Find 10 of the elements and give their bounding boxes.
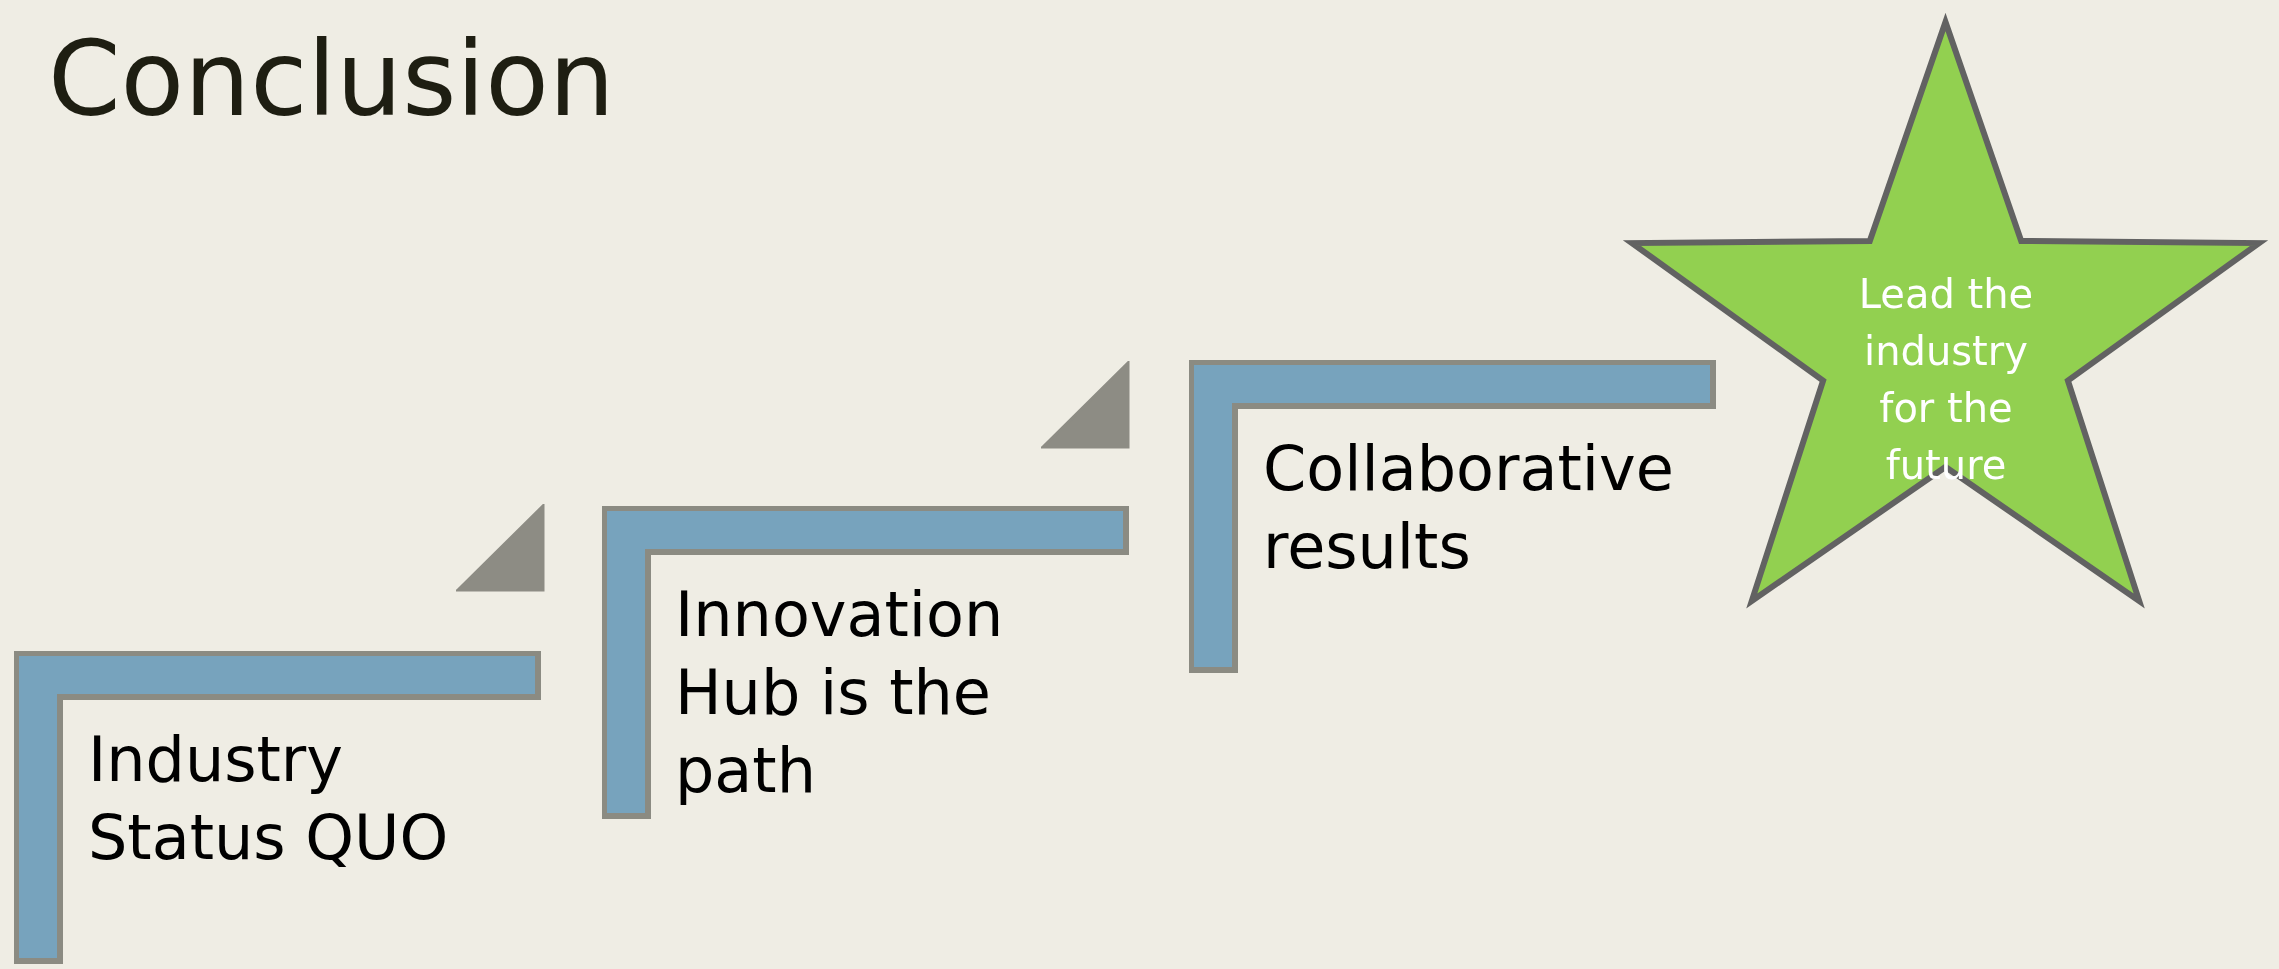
step-shape	[602, 506, 1130, 820]
star-label: Lead the industry for the future	[1857, 270, 2035, 490]
triangle-shape	[1041, 361, 1130, 449]
step-shape	[14, 651, 542, 965]
step-label: Innovation Hub is the path	[675, 577, 1005, 809]
step-label: Industry Status QUO	[88, 722, 450, 876]
step-shape	[1189, 360, 1717, 674]
triangle-shape	[456, 504, 545, 592]
slide-title: Conclusion	[48, 18, 615, 140]
step-label: Collaborative results	[1263, 431, 1675, 585]
